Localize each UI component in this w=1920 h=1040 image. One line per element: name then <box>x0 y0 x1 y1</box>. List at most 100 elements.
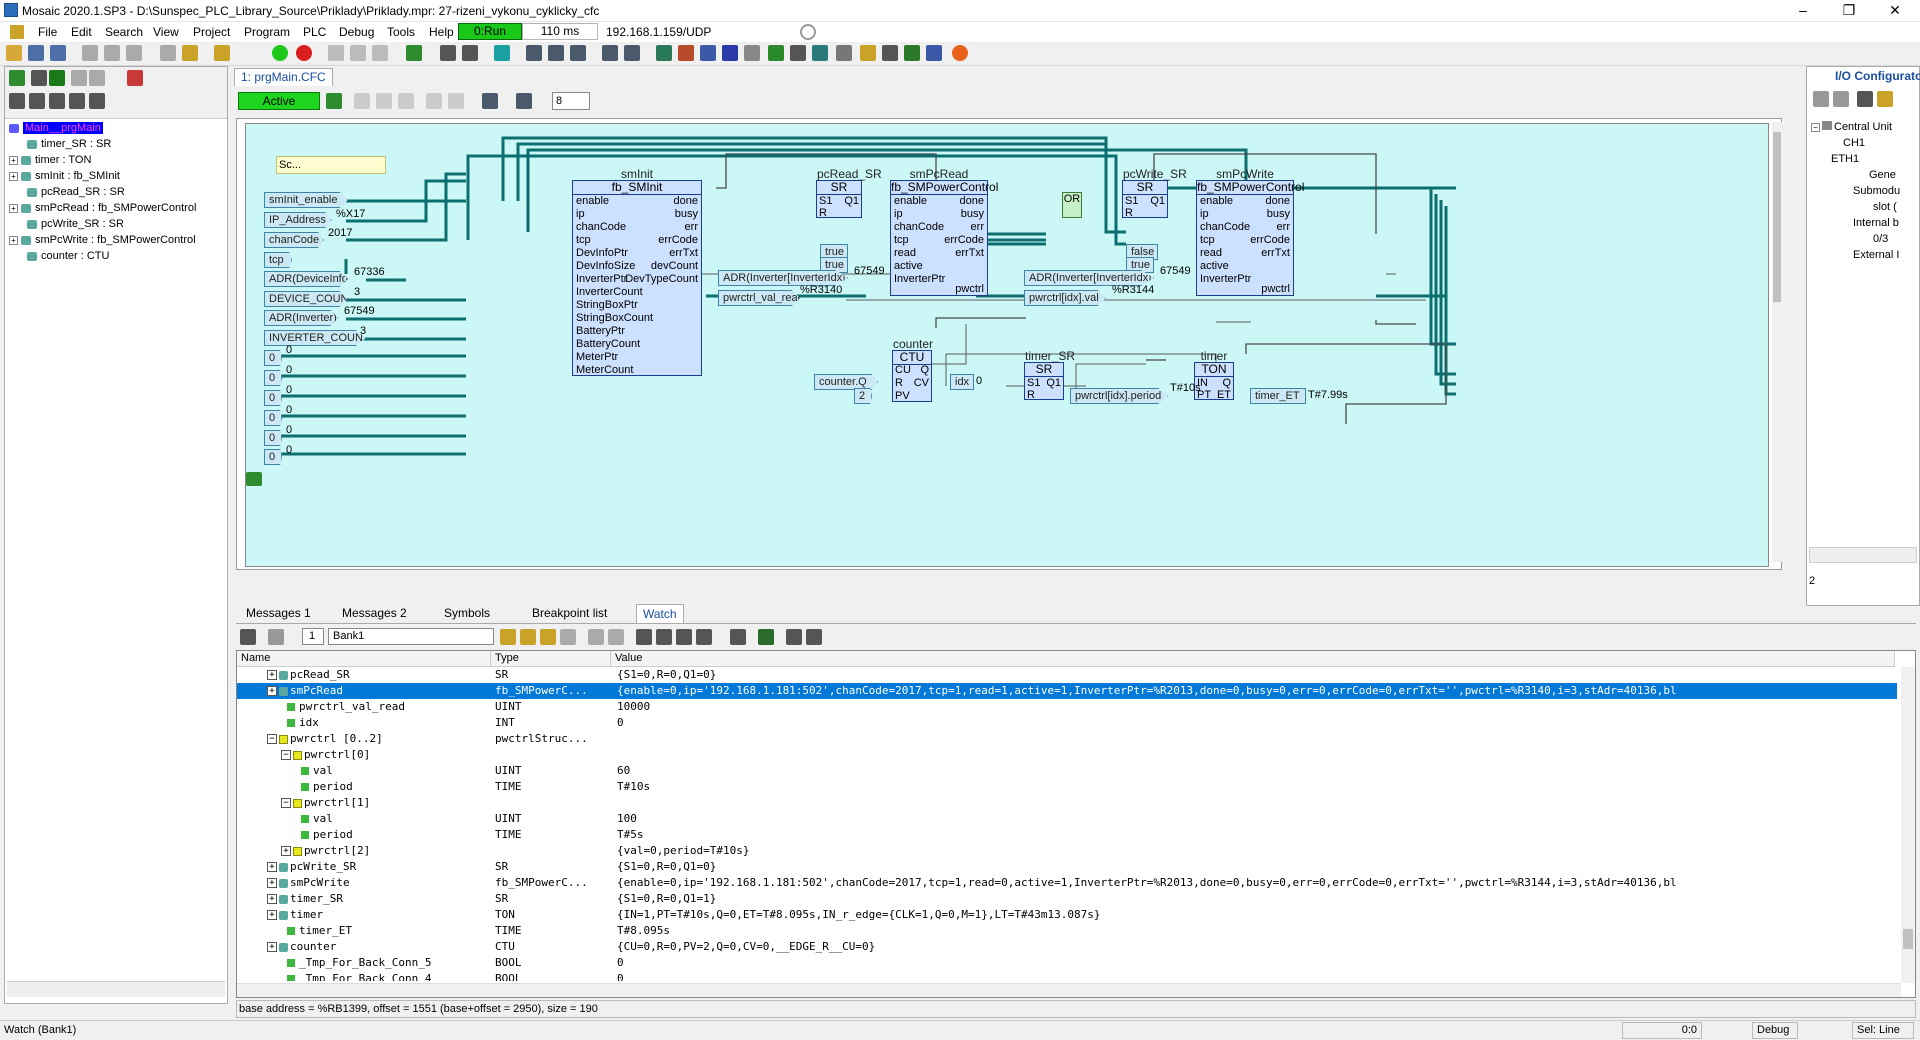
list-icon[interactable] <box>836 45 852 61</box>
globe-icon[interactable] <box>700 45 716 61</box>
input-zero[interactable]: 0 <box>264 390 282 406</box>
move-down-icon[interactable] <box>608 629 624 645</box>
column-name[interactable]: Name <box>237 651 491 667</box>
network-icon[interactable] <box>678 45 694 61</box>
tree-item[interactable]: +smPcRead : fb_SMPowerControl <box>9 202 196 214</box>
input-pv[interactable]: 2 <box>854 388 872 404</box>
watch-write-icon[interactable] <box>656 629 672 645</box>
watch-format-icon[interactable] <box>696 629 712 645</box>
upload-icon[interactable] <box>440 45 456 61</box>
tab-prgmain[interactable]: 1: prgMain.CFC <box>234 68 333 86</box>
watch-hscroll[interactable] <box>237 983 1901 997</box>
bank-select[interactable]: Bank1 <box>328 628 494 645</box>
maximize-button[interactable]: ❐ <box>1842 2 1856 18</box>
input-tcp[interactable]: tcp <box>264 252 292 268</box>
layout-3-icon[interactable] <box>570 45 586 61</box>
column-value[interactable]: Value <box>611 651 1895 667</box>
tree-view2-icon[interactable] <box>29 93 45 109</box>
menu-view[interactable]: View <box>153 25 179 39</box>
step-icon[interactable] <box>328 45 344 61</box>
tree-dropdown-icon[interactable] <box>31 70 47 86</box>
block-timer-sr[interactable]: timer_SR SR S1 R Q1 <box>1024 349 1076 401</box>
stop-icon[interactable] <box>296 45 312 61</box>
io-tree-item[interactable]: External I <box>1853 249 1900 261</box>
input-counter-q[interactable]: counter.Q <box>814 374 878 390</box>
block-timer[interactable]: timer TON IN PT Q ET <box>1194 349 1234 401</box>
watch-settings-icon[interactable] <box>240 629 256 645</box>
tree-item[interactable]: timer_SR : SR <box>27 138 111 150</box>
save-icon[interactable] <box>28 45 44 61</box>
active-toggle[interactable]: Active <box>238 92 320 110</box>
input-zero[interactable]: 0 <box>264 410 282 426</box>
cut-icon[interactable] <box>82 45 98 61</box>
input-pwrctrl-idx-val[interactable]: pwrctrl[idx].val <box>1024 290 1106 306</box>
input-adr-deviceinfo[interactable]: ADR(DeviceInfo) <box>264 271 348 287</box>
tree-breakpoint-icon[interactable] <box>127 70 143 86</box>
watch-bank1-icon[interactable] <box>786 629 802 645</box>
debug-icon[interactable] <box>326 93 342 109</box>
debug-icon[interactable] <box>406 45 422 61</box>
tree-item[interactable]: +timer : TON <box>9 154 91 166</box>
menu-tools[interactable]: Tools <box>387 25 416 39</box>
new-icon[interactable] <box>160 45 176 61</box>
tab-messages-1[interactable]: Messages 1 <box>246 606 311 620</box>
download-icon[interactable] <box>462 45 478 61</box>
project-icon[interactable] <box>10 25 24 39</box>
watch-remove-icon[interactable] <box>520 629 536 645</box>
graph-icon[interactable] <box>768 45 784 61</box>
set-icon[interactable] <box>448 93 464 109</box>
bank-number-field[interactable]: 1 <box>302 628 324 645</box>
watch-columns-icon[interactable] <box>730 629 746 645</box>
tree-view5-icon[interactable] <box>89 93 105 109</box>
tree-hscroll[interactable] <box>7 981 225 997</box>
monitor-icon[interactable] <box>744 45 760 61</box>
view-icon[interactable] <box>482 93 498 109</box>
connect-icon[interactable] <box>926 45 942 61</box>
copy-icon[interactable] <box>104 45 120 61</box>
disk-icon[interactable] <box>722 45 738 61</box>
table-row[interactable]: +pwrctrl[2]{val=0,period=T#10s} <box>237 843 1897 859</box>
input-adr-inverter-idx[interactable]: ADR(Inverter[InverterIdx]) <box>718 270 848 286</box>
tools-icon[interactable] <box>882 45 898 61</box>
io-tool-icon[interactable] <box>1833 91 1849 107</box>
browser-icon[interactable] <box>952 45 968 61</box>
canvas-vscroll[interactable] <box>1772 122 1782 562</box>
input-adr-inverter[interactable]: ADR(Inverter) <box>264 310 338 326</box>
editor-icon[interactable] <box>494 45 510 61</box>
menu-project[interactable]: Project <box>193 25 231 39</box>
tree-add-icon[interactable] <box>9 70 25 86</box>
paste-icon[interactable] <box>126 45 142 61</box>
tree-debug-icon[interactable] <box>49 70 65 86</box>
step-over-icon[interactable] <box>350 45 366 61</box>
tree-item[interactable]: +smPcWrite : fb_SMPowerControl <box>9 234 196 246</box>
input-chancode[interactable]: chanCode <box>264 232 324 248</box>
watch-edit-icon[interactable] <box>540 629 556 645</box>
input-inverter-count[interactable]: INVERTER_COUNT <box>264 330 366 346</box>
layout-1-icon[interactable] <box>526 45 542 61</box>
panel-icon[interactable] <box>790 45 806 61</box>
insert-input-icon[interactable] <box>376 93 392 109</box>
cfc-comment[interactable]: Sc... <box>276 156 386 174</box>
input-ip-address[interactable]: IP_Address <box>264 212 332 228</box>
tree-root[interactable]: Main__prgMain <box>9 122 103 134</box>
input-zero[interactable]: 0 <box>264 430 282 446</box>
column-type[interactable]: Type <box>491 651 611 667</box>
calc-icon[interactable] <box>860 45 876 61</box>
insert-output-icon[interactable] <box>398 93 414 109</box>
io-tree-item[interactable]: Submodu <box>1853 185 1901 197</box>
tree-view3-icon[interactable] <box>49 93 65 109</box>
layout-4-icon[interactable] <box>602 45 618 61</box>
io-tree-item[interactable]: ETH1 <box>1831 153 1860 165</box>
layout-2-icon[interactable] <box>548 45 564 61</box>
undo-icon[interactable] <box>268 629 284 645</box>
